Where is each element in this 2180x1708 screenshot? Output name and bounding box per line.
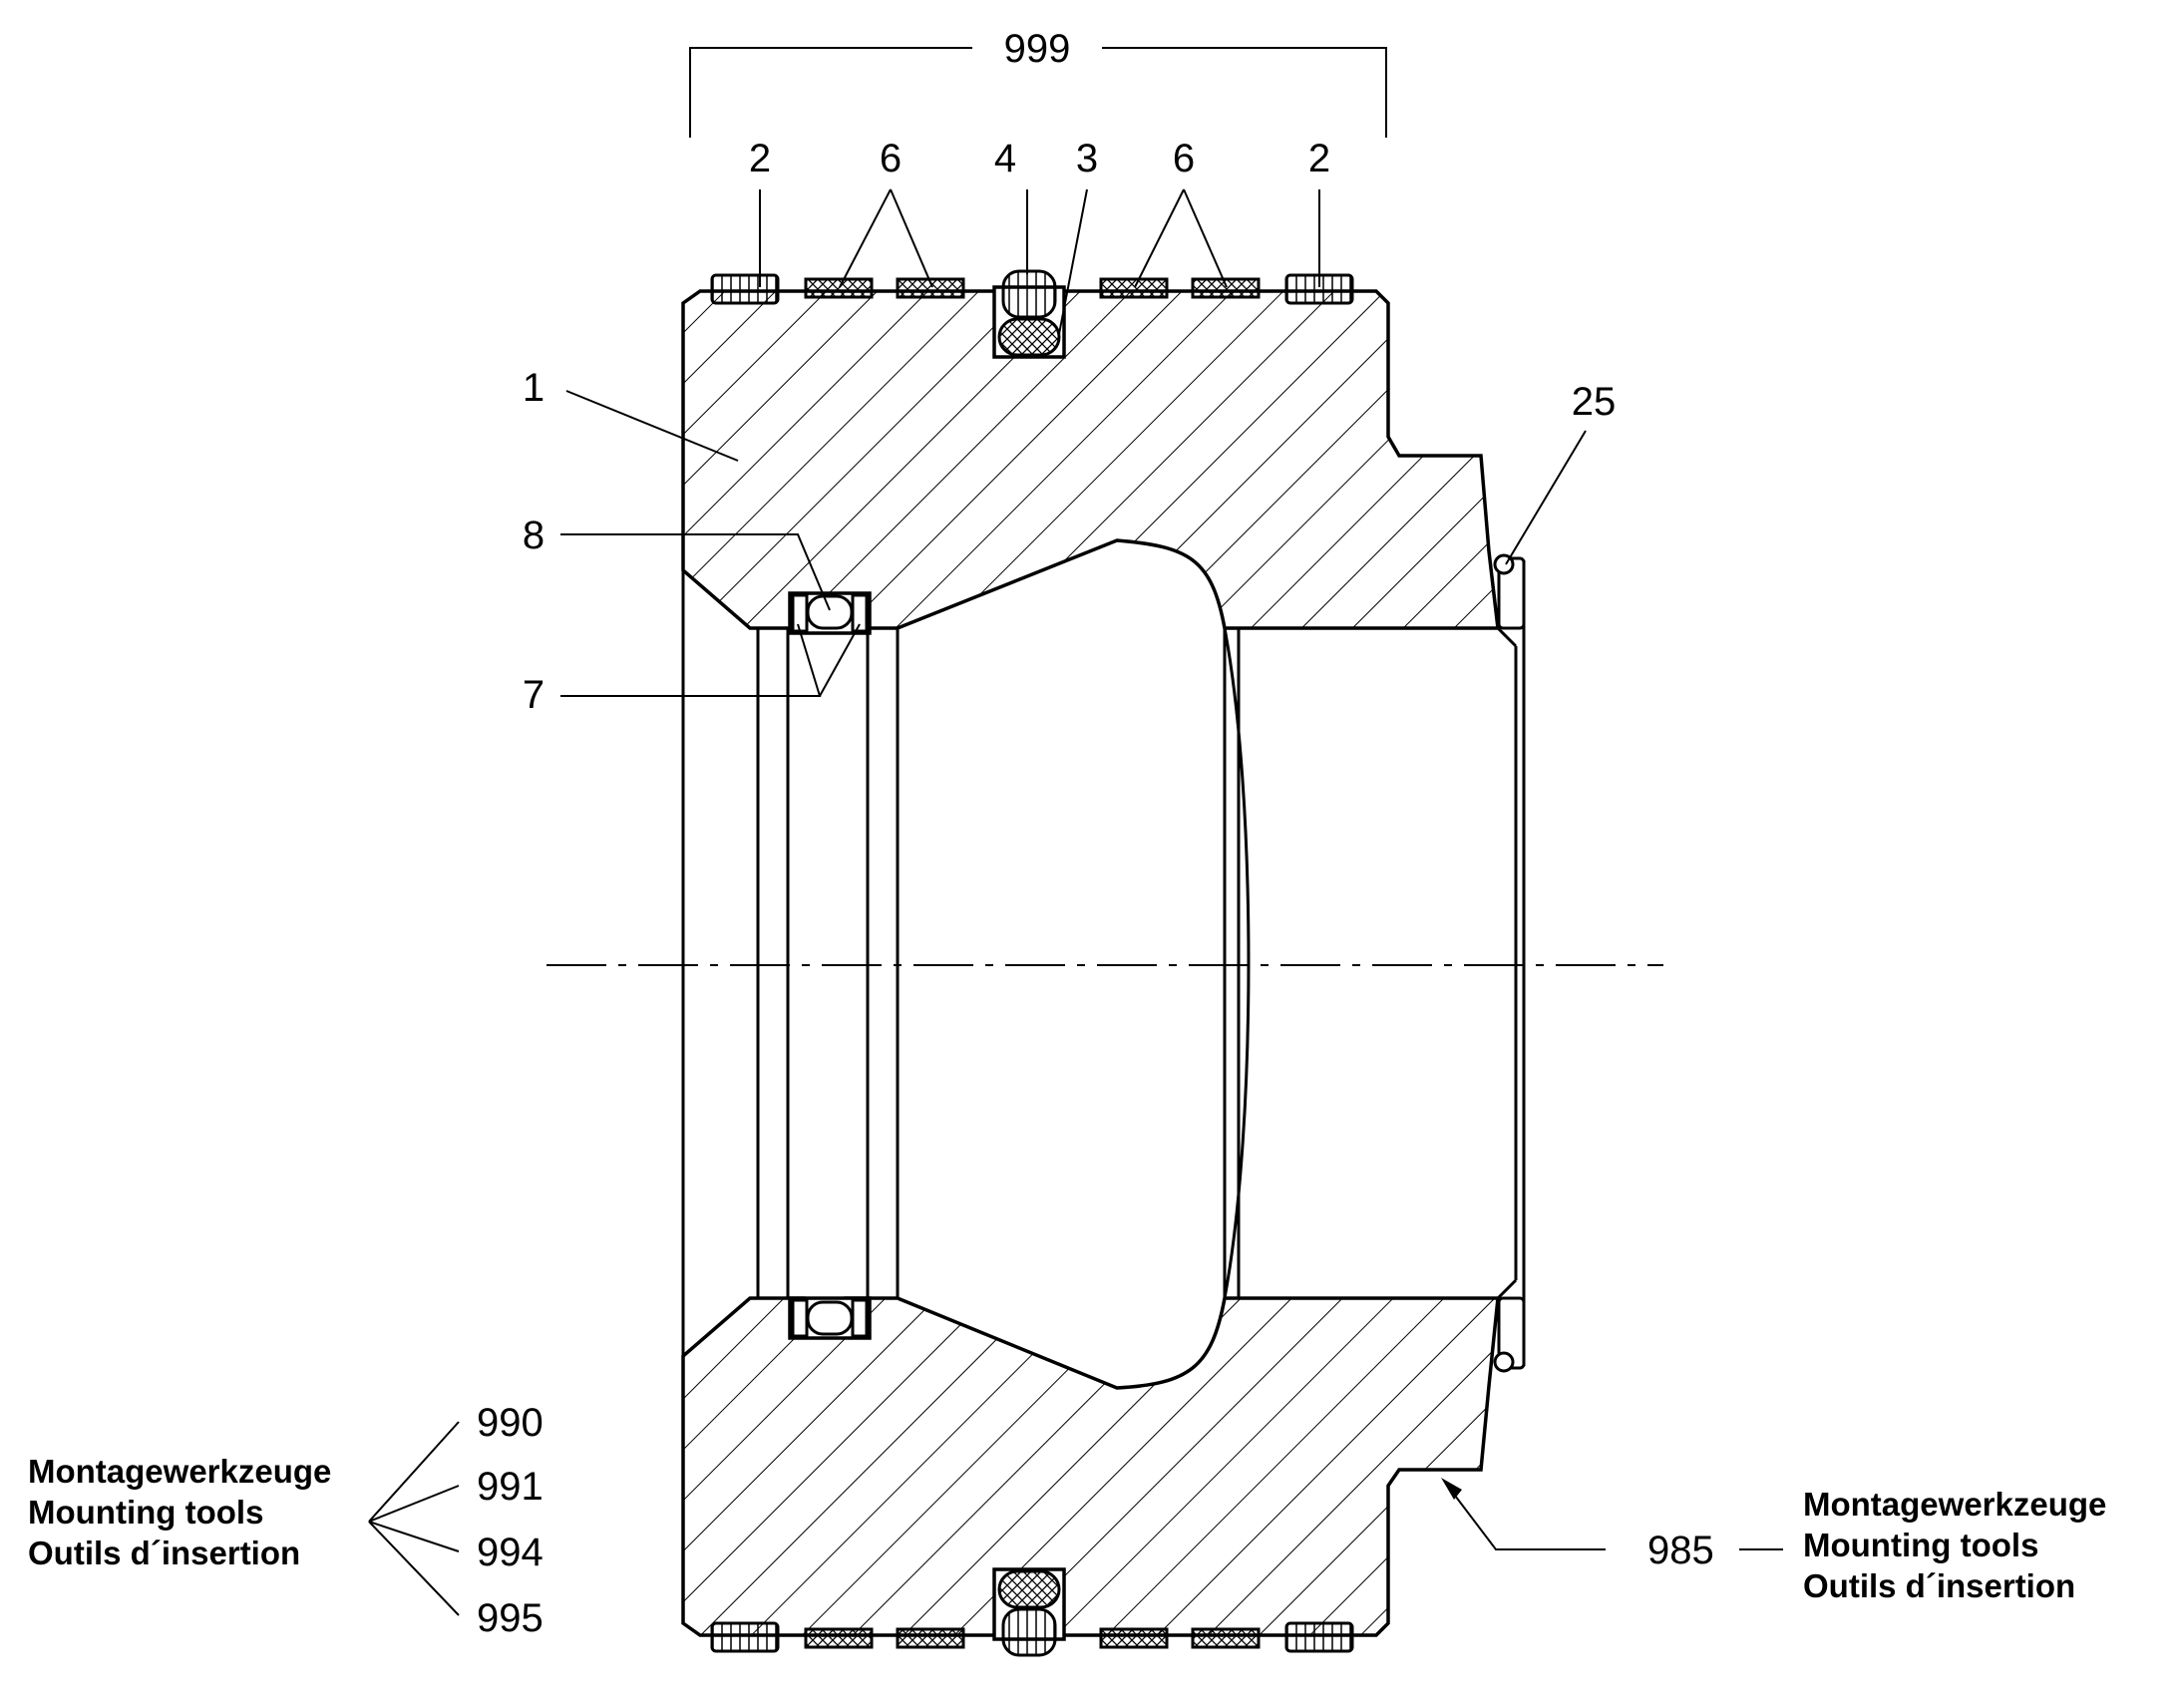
ring-25 — [1493, 553, 1526, 1373]
leader-25 — [1505, 430, 1587, 565]
callout-4: 4 — [994, 137, 1016, 180]
tools-left-line3: Outils d´insertion — [28, 1535, 300, 1571]
ring-7-8-upper — [788, 591, 872, 635]
band-6-bottom-left — [804, 1627, 965, 1649]
band-6-top-right — [1099, 277, 1261, 299]
tools-right-line3: Outils d´insertion — [1803, 1567, 2075, 1604]
callout-2-left: 2 — [749, 137, 771, 180]
band-6-bottom-right — [1099, 1627, 1261, 1649]
callout-1: 1 — [523, 366, 545, 410]
leader-1 — [565, 390, 739, 462]
callout-6-right: 6 — [1173, 137, 1195, 180]
leader-8 — [560, 533, 831, 611]
tools-left-line2: Mounting tools — [28, 1494, 263, 1531]
tool-fan-lines — [368, 1421, 460, 1616]
callout-8: 8 — [523, 513, 545, 557]
seal-3-4-upper — [992, 269, 1066, 359]
callout-6-left: 6 — [880, 137, 902, 180]
tools-right-line2: Mounting tools — [1803, 1527, 2038, 1563]
callout-3: 3 — [1076, 137, 1098, 180]
tools-left-line1: Montagewerkzeuge — [28, 1453, 331, 1490]
callout-25: 25 — [1572, 380, 1617, 424]
callout-2-right: 2 — [1308, 137, 1330, 180]
seal-3-4-lower — [992, 1567, 1066, 1657]
callout-994: 994 — [477, 1531, 544, 1574]
guide-ring-2-top-left — [710, 273, 780, 305]
bore-contour — [681, 560, 1526, 1366]
ring-7-8-lower — [788, 1296, 872, 1340]
body-lower-section — [681, 1296, 1500, 1637]
leader-985 — [1441, 1478, 1606, 1550]
callout-7: 7 — [523, 673, 545, 717]
leader-7 — [560, 623, 822, 697]
guide-ring-2-bottom-left — [710, 1621, 780, 1653]
assembly-bracket — [689, 47, 1387, 138]
leader-lines-top — [759, 188, 1320, 335]
callout-999: 999 — [1004, 27, 1071, 71]
body-upper-section — [681, 289, 1500, 630]
guide-ring-2-bottom-right — [1284, 1621, 1354, 1653]
callout-985: 985 — [1647, 1529, 1714, 1572]
callout-990: 990 — [477, 1401, 544, 1445]
band-6-top-left — [804, 277, 965, 299]
tools-right-line1: Montagewerkzeuge — [1803, 1486, 2106, 1523]
callout-995: 995 — [477, 1596, 544, 1640]
callout-991: 991 — [477, 1465, 544, 1509]
